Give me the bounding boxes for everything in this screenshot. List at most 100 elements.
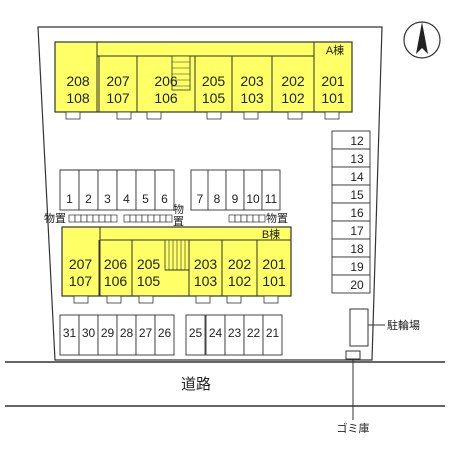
parking-slot: 27 <box>135 314 156 356</box>
unit-number-upper: 206 <box>154 73 178 89</box>
parking-slot-number: 17 <box>350 224 364 238</box>
north-arrow-icon <box>403 21 441 59</box>
unit-number-upper: 203 <box>194 256 218 272</box>
parking-slot-number: 19 <box>350 260 364 274</box>
unit-number-lower: 106 <box>104 273 128 289</box>
parking-slot: 8 <box>207 169 227 211</box>
unit-number-lower: 101 <box>262 273 286 289</box>
parking-slot: 14 <box>331 166 371 186</box>
unit-number-upper: 203 <box>240 73 264 89</box>
storage-label-left: 物置 <box>44 211 66 225</box>
unit-number-upper: 202 <box>228 256 252 272</box>
unit-number-lower: 107 <box>69 273 93 289</box>
parking-slot: 31 <box>59 314 80 356</box>
stair-icon <box>171 55 191 91</box>
parking-slot: 7 <box>190 169 210 211</box>
unit-number-upper: 205 <box>202 73 226 89</box>
parking-slot-number: 21 <box>266 326 280 340</box>
unit-number-upper: 201 <box>321 73 345 89</box>
parking-slot-number: 29 <box>101 326 115 340</box>
parking-slot-number: 28 <box>120 326 134 340</box>
garbage-storage: ゴミ庫 <box>337 350 370 435</box>
parking-slot: 11 <box>261 169 281 211</box>
parking-slot: 18 <box>331 238 371 258</box>
parking-slot-number: 10 <box>246 192 260 206</box>
parking-slot-number: 13 <box>350 152 364 166</box>
unit-number-lower: 102 <box>228 273 252 289</box>
unit-number-upper: 206 <box>104 256 128 272</box>
building-a: A棟 2081082071072061062051052031032021022… <box>54 41 353 120</box>
parking-slot: 20 <box>331 274 371 294</box>
unit-number-lower: 101 <box>321 90 345 106</box>
building-a-foundations <box>65 111 340 120</box>
parking-slot: 21 <box>262 314 283 356</box>
parking-slot-number: 1 <box>66 192 73 206</box>
building-a-label: A棟 <box>326 43 344 57</box>
stair-icon <box>164 239 190 271</box>
parking-slot: 28 <box>116 314 137 356</box>
parking-slot: 6 <box>154 169 175 211</box>
bicycle-parking-label: 駐輪場 <box>387 318 420 332</box>
parking-slot-number: 7 <box>197 192 204 206</box>
parking-slot: 15 <box>331 184 371 204</box>
unit-number-upper: 207 <box>69 256 93 272</box>
parking-slot-number: 20 <box>350 278 364 292</box>
parking-slot-number: 3 <box>104 192 111 206</box>
unit-number-upper: 205 <box>137 256 161 272</box>
parking-slot: 2 <box>78 169 99 211</box>
unit-number-lower: 106 <box>154 90 178 106</box>
storage-label-middle-char2: 置 <box>173 215 184 228</box>
parking-slot: 5 <box>135 169 156 211</box>
parking-slot: 10 <box>243 169 263 211</box>
parking-slot: 12 <box>331 130 371 150</box>
parking-slot: 25 <box>185 314 206 356</box>
parking-slot: 29 <box>97 314 118 356</box>
parking-slot-number: 31 <box>63 326 77 340</box>
parking-slot: 16 <box>331 202 371 222</box>
unit-number-upper: 207 <box>106 73 130 89</box>
parking-slot-number: 12 <box>350 134 364 148</box>
parking-slot: 23 <box>224 314 245 356</box>
storage-label-right: 物置 <box>266 211 288 225</box>
unit-number-lower: 105 <box>202 90 226 106</box>
storage-units <box>123 214 173 223</box>
unit-number-lower: 103 <box>194 273 218 289</box>
storage-label-middle: 物 置 <box>173 202 187 228</box>
parking-slot: 17 <box>331 220 371 240</box>
unit-number-upper: 202 <box>281 73 305 89</box>
unit-number-lower: 105 <box>137 273 161 289</box>
parking-slot-number: 30 <box>82 326 96 340</box>
unit-number-lower: 102 <box>281 90 305 106</box>
road-label: 道路 <box>181 376 211 393</box>
storage-label-middle-char1: 物 <box>173 202 184 216</box>
parking-slot-number: 25 <box>189 326 203 340</box>
building-b-label: B棟 <box>262 227 280 241</box>
parking-slot-number: 16 <box>350 206 364 220</box>
parking-slot: 9 <box>225 169 245 211</box>
parking-slot-number: 4 <box>123 192 130 206</box>
unit-number-lower: 103 <box>240 90 264 106</box>
storage-row: 物置 物 置 物置 <box>44 202 288 228</box>
parking-slot: 22 <box>243 314 264 356</box>
unit-number-lower: 107 <box>106 90 130 106</box>
parking-slot: 3 <box>97 169 118 211</box>
parking-slot-number: 23 <box>228 326 242 340</box>
parking-slot: 26 <box>154 314 175 356</box>
parking-slot: 4 <box>116 169 137 211</box>
parking-slot: 24 <box>205 314 226 356</box>
parking-slot-number: 5 <box>142 192 149 206</box>
bicycle-parking: 駐輪場 <box>349 308 420 347</box>
storage-units <box>68 214 118 223</box>
parking-slot-number: 27 <box>139 326 153 340</box>
storage-units <box>228 214 266 223</box>
parking-slot-number: 8 <box>214 192 221 206</box>
parking-slot-number: 11 <box>265 192 278 206</box>
garbage-label: ゴミ庫 <box>337 421 370 435</box>
parking-slot-number: 24 <box>209 326 223 340</box>
unit-number-upper: 201 <box>262 256 286 272</box>
unit-number-lower: 108 <box>66 90 90 106</box>
